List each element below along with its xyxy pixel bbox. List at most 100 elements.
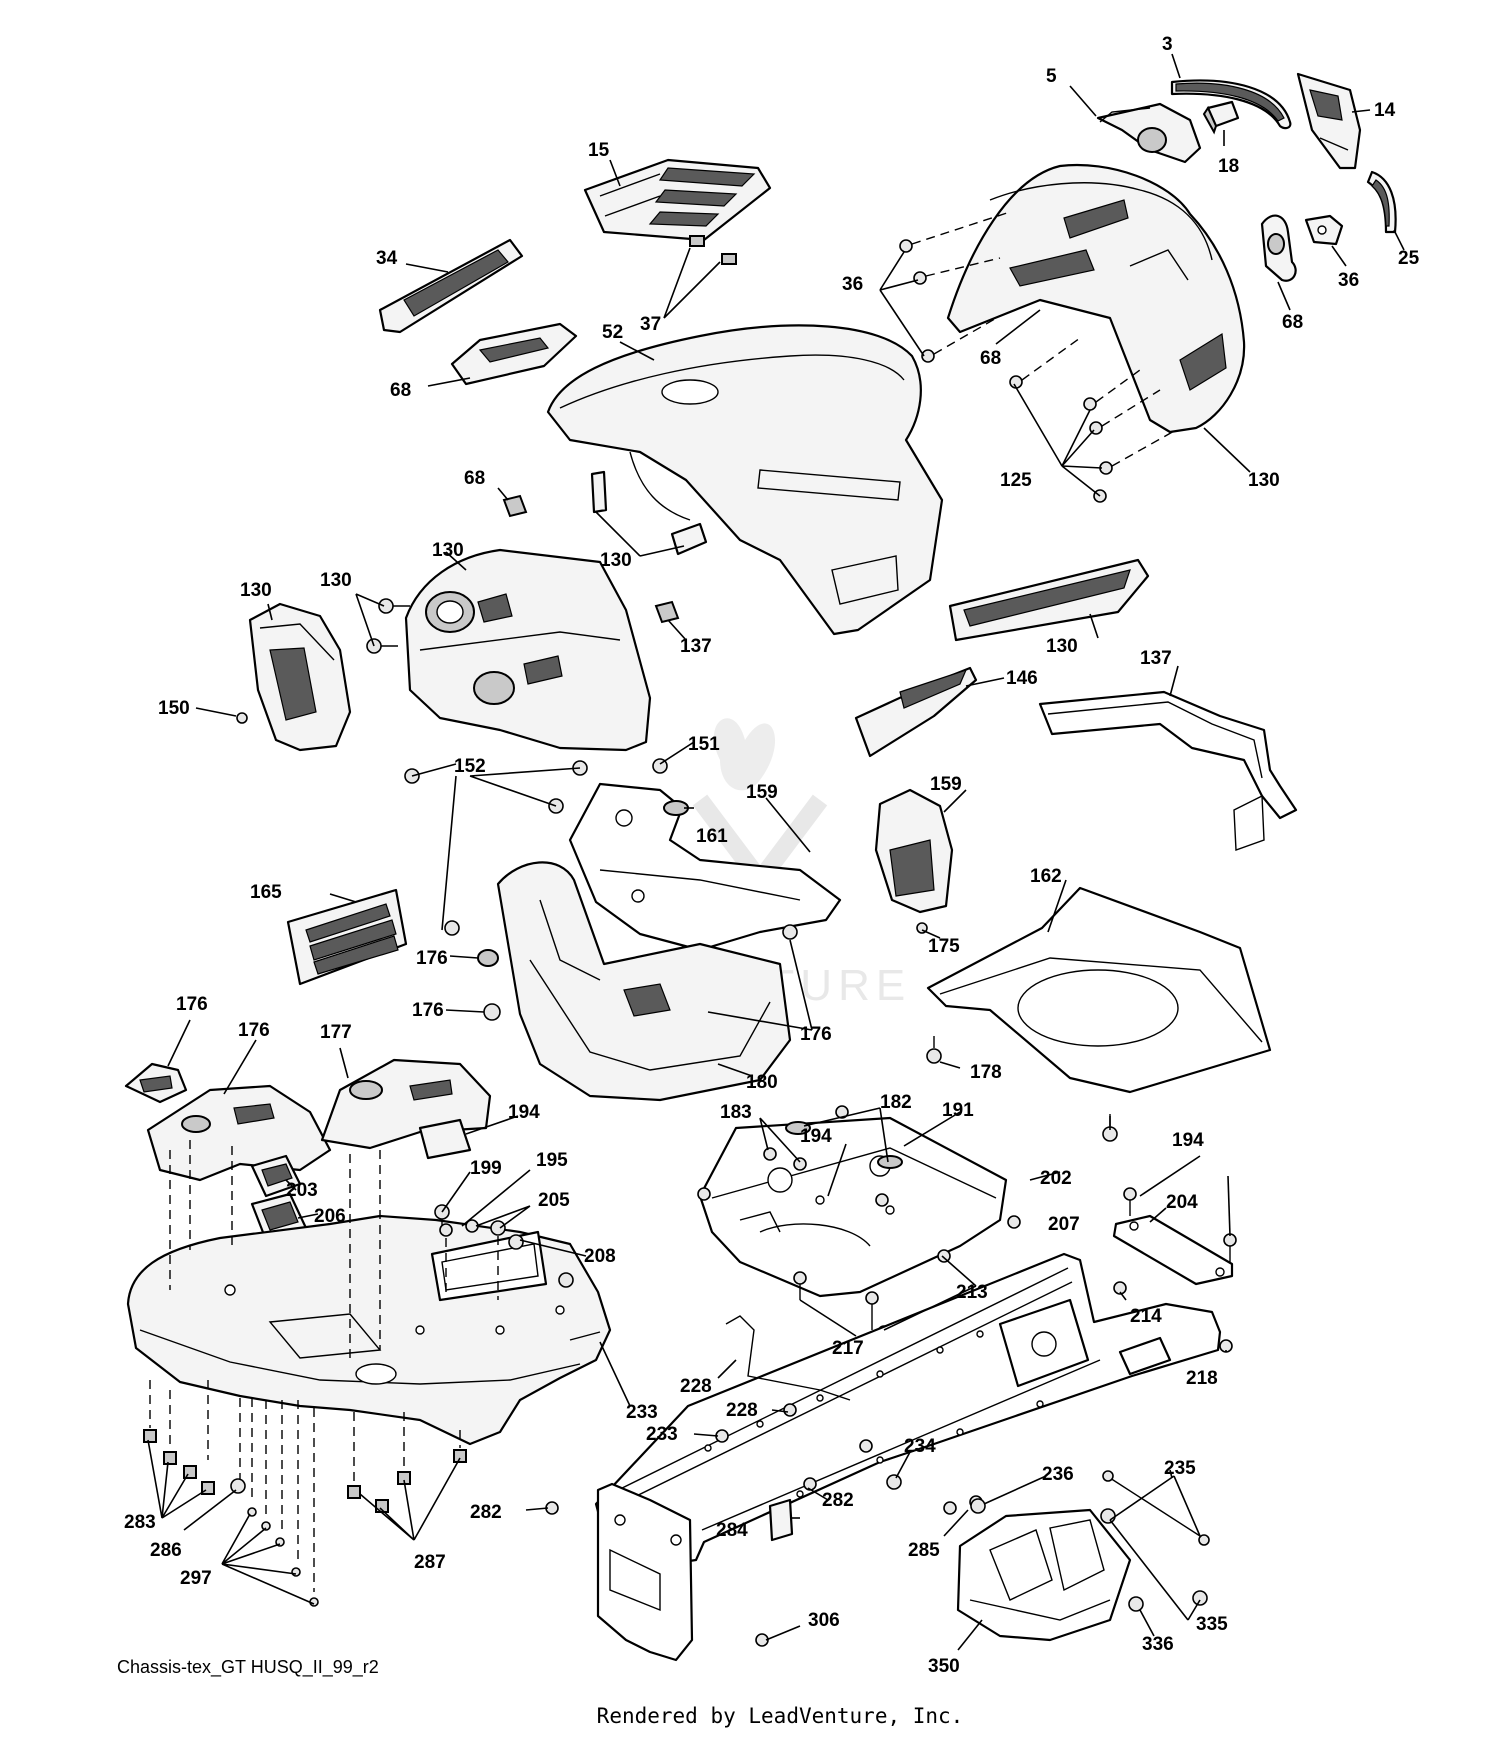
projection-lines-bumper xyxy=(911,211,1177,467)
part-180-main-frame xyxy=(594,1252,1222,1574)
callout-233-a: 282 xyxy=(470,1502,502,1523)
callout-36-a: 199 xyxy=(470,1158,502,1179)
callout-159-a: 236 xyxy=(1042,1464,1074,1485)
part-203-grille-insert xyxy=(378,238,524,334)
callout-194-b: 208 xyxy=(584,1246,616,1267)
callout-178: 165 xyxy=(250,882,282,903)
callout-206: 68 xyxy=(390,380,411,401)
callout-25: 25 xyxy=(1398,248,1420,269)
callout-151: 137 xyxy=(1140,648,1172,669)
callout-176-e: 176 xyxy=(800,1024,832,1045)
callout-150: 162 xyxy=(1030,866,1062,887)
callout-218: 204 xyxy=(1166,1192,1198,1213)
callout-350-a: 150 xyxy=(158,698,190,719)
projection-lines-fender xyxy=(149,1140,499,1592)
callout-52: 335 xyxy=(1196,1614,1228,1635)
part-125-plate xyxy=(768,1498,794,1542)
callout-191: 36 xyxy=(1338,270,1359,291)
callout-207: 68 xyxy=(1282,312,1303,333)
callout-146: 282 xyxy=(822,1490,854,1511)
callout-199: 203 xyxy=(286,1180,318,1201)
bolt-350-left xyxy=(236,712,248,724)
callout-202: 130 xyxy=(1046,636,1078,657)
leader-lines xyxy=(147,53,1405,1651)
callout-205: 146 xyxy=(1006,668,1038,689)
callout-162: 297 xyxy=(180,1568,212,1589)
callout-176-c: 152 xyxy=(454,756,486,777)
callout-182: 180 xyxy=(746,1072,778,1093)
callout-36-b: 205 xyxy=(538,1190,570,1211)
callout-297: 18 xyxy=(1218,156,1239,177)
callout-285: 194 xyxy=(508,1102,540,1123)
callout-165: 228 xyxy=(680,1376,712,1397)
callout-176-a: 130 xyxy=(320,570,352,591)
part-14-hood xyxy=(546,324,944,636)
part-297-lamp xyxy=(1202,100,1240,135)
fasteners-235-236-68-plate xyxy=(697,1105,1021,1339)
callout-161: 206 xyxy=(314,1206,346,1227)
callout-233-b: 306 xyxy=(808,1610,840,1631)
callout-68-b: 213 xyxy=(956,1282,988,1303)
fasteners-176-console xyxy=(444,798,798,1021)
part-218-bracket xyxy=(1112,1214,1234,1286)
part-202-grille xyxy=(948,558,1150,642)
callout-217: 235 xyxy=(1164,1458,1196,1479)
part-150-floor-pan xyxy=(926,886,1272,1094)
part-283-fender-panel xyxy=(146,1084,332,1182)
callout-68-d: 218 xyxy=(1186,1368,1218,1389)
callout-306: 233 xyxy=(646,1424,678,1445)
fasteners-36-194-fender xyxy=(434,1204,574,1288)
part-204-hood-panel xyxy=(583,158,772,242)
callout-336: 130 xyxy=(240,580,272,601)
part-199-vent xyxy=(250,1154,302,1198)
part-152-seat-bracket xyxy=(956,1508,1132,1642)
part-137-clips xyxy=(502,494,680,624)
diagram-reference-label: Chassis-tex_GT HUSQ_II_99_r2 xyxy=(117,1657,379,1677)
callout-194-c: 234 xyxy=(904,1436,936,1457)
callout-350-b: 175 xyxy=(928,936,960,957)
part-285-trim xyxy=(418,1118,472,1160)
callout-286: 176 xyxy=(176,994,208,1015)
part-18-front-grille xyxy=(946,164,1246,434)
part-205-side-panel xyxy=(854,666,978,758)
part-335-side-panel xyxy=(874,788,954,914)
callout-180: 207 xyxy=(1048,1214,1080,1235)
callout-282-b: 287 xyxy=(414,1552,446,1573)
callout-176-b: 151 xyxy=(688,734,720,755)
callout-283: 176 xyxy=(238,1020,270,1041)
render-credit: Rendered by LeadVenture, Inc. xyxy=(596,1704,964,1728)
callout-159-b: 336 xyxy=(1142,1634,1174,1655)
part-206-panel xyxy=(450,322,578,386)
callout-37: 233 xyxy=(626,1402,658,1423)
part-214-clips xyxy=(689,235,737,265)
callout-137-a: 68 xyxy=(464,468,485,489)
callout-numbers: 3 5 14 15 18 25 34 36 36 37 52 68 68 68 … xyxy=(124,34,1420,1677)
callout-194-a: 195 xyxy=(536,1150,568,1171)
callout-152: 350 xyxy=(928,1656,960,1677)
callout-14: 52 xyxy=(602,322,623,343)
callout-130-b: 68 xyxy=(980,348,1001,369)
callout-130-d: 178 xyxy=(970,1062,1002,1083)
part-336-side-panel xyxy=(248,602,352,752)
callout-228-a: 228 xyxy=(726,1400,758,1421)
callout-177: 161 xyxy=(696,826,728,847)
callout-130-a: 36 xyxy=(842,274,863,295)
callout-3: 14 xyxy=(1374,100,1396,121)
callout-204: 15 xyxy=(588,140,610,161)
callout-130-c: 125 xyxy=(1000,470,1032,491)
callout-235: 182 xyxy=(880,1092,912,1113)
callout-287: 286 xyxy=(150,1540,182,1561)
part-195-plug xyxy=(477,949,499,967)
callout-214: 37 xyxy=(640,314,661,335)
part-207-bracket xyxy=(1260,214,1297,282)
callout-208: 5 xyxy=(1046,66,1057,87)
callout-125: 284 xyxy=(716,1520,748,1541)
callout-130-e: 202 xyxy=(1040,1168,1072,1189)
part-208-bracket xyxy=(1096,102,1202,164)
callout-335: 159 xyxy=(930,774,962,795)
callout-18: 130 xyxy=(1248,470,1280,491)
callout-34: 191 xyxy=(942,1100,974,1121)
callout-228-b: 285 xyxy=(908,1540,940,1561)
